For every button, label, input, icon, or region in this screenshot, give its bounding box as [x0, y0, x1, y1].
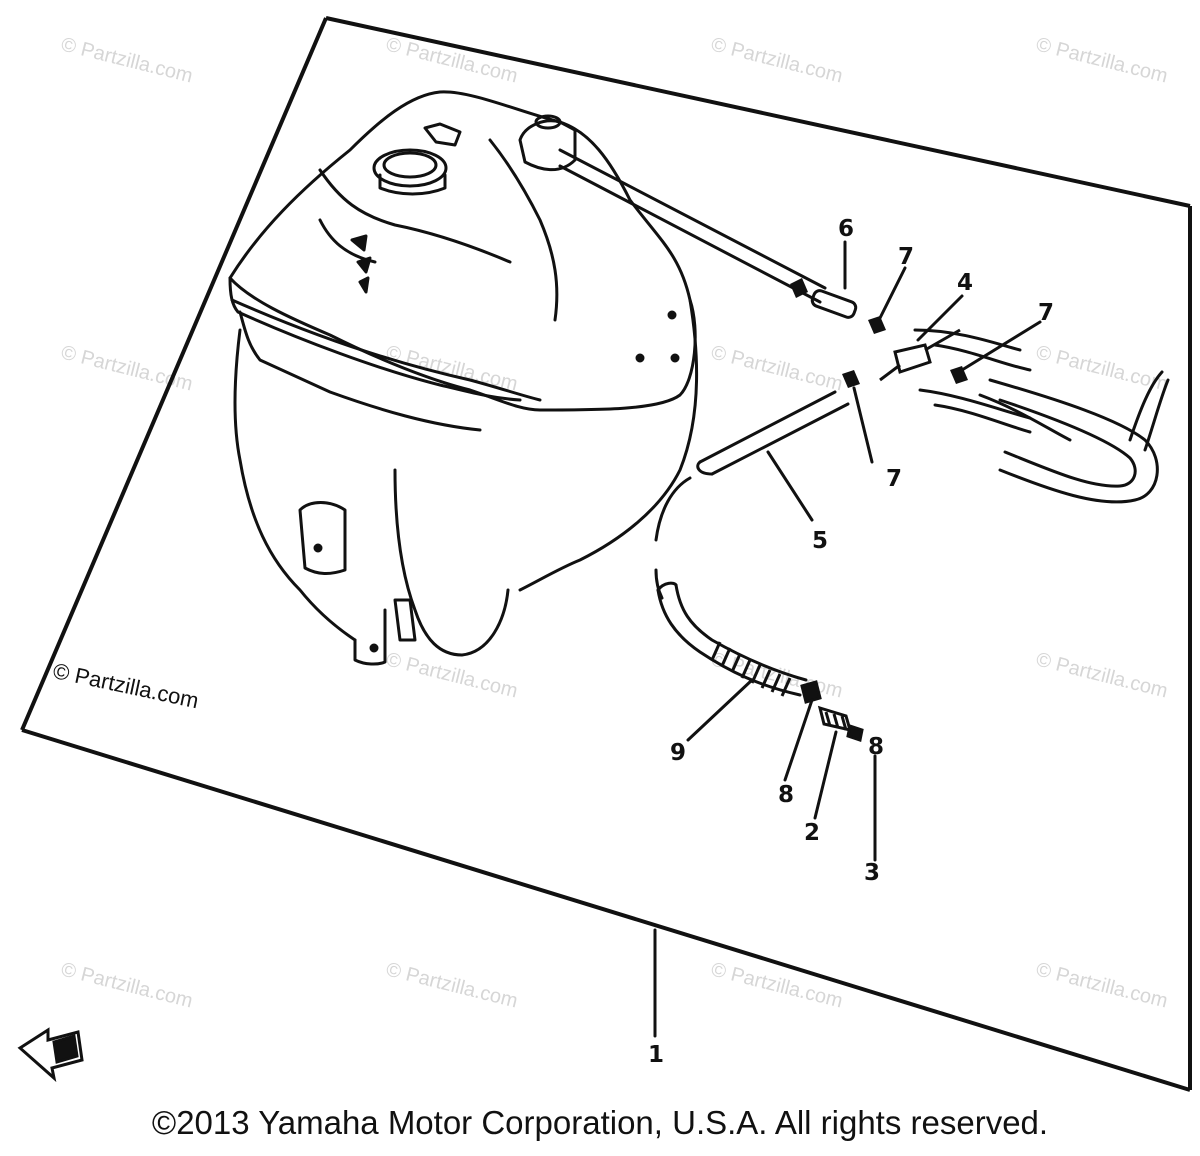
carburetor-pipes	[913, 328, 1170, 504]
hose-part-6	[810, 289, 858, 319]
callouts: 1 2 3 4 5 6 7 7 7 8 8 9	[648, 216, 1054, 1068]
watermark: © Partzilla.com	[709, 959, 845, 1013]
watermark: © Partzilla.com	[59, 34, 195, 88]
callout-8: 8	[868, 734, 884, 760]
watermark-layer: © Partzilla.com © Partzilla.com © Partzi…	[59, 34, 1170, 1013]
callout-6: 6	[838, 216, 854, 242]
drain-hose-part-9	[656, 581, 808, 697]
watermark: © Partzilla.com	[384, 34, 520, 88]
fuel-tank	[228, 90, 699, 666]
watermark: © Partzilla.com	[384, 959, 520, 1013]
copyright-notice: ©2013 Yamaha Motor Corporation, U.S.A. A…	[151, 1104, 1049, 1141]
callout-5: 5	[812, 528, 828, 554]
hose-continuation	[654, 476, 692, 600]
callout-9: 9	[670, 740, 686, 766]
callout-3: 3	[864, 860, 880, 886]
callout-8: 8	[778, 782, 794, 808]
callout-7: 7	[898, 244, 914, 270]
watermark: © Partzilla.com	[1034, 959, 1170, 1013]
hose-part-5	[696, 390, 850, 476]
fuel-line	[558, 148, 827, 304]
watermark: © Partzilla.com	[1034, 342, 1170, 396]
watermark: © Partzilla.com	[709, 34, 845, 88]
leader-lines	[653, 240, 1042, 1038]
watermark: © Partzilla.com	[59, 959, 195, 1013]
watermark: © Partzilla.com	[709, 649, 845, 703]
watermark: © Partzilla.com	[1034, 34, 1170, 88]
callout-7: 7	[886, 466, 902, 492]
callout-1: 1	[648, 1042, 664, 1068]
callout-7: 7	[1038, 300, 1054, 326]
drain-cock	[800, 680, 864, 742]
watermark: © Partzilla.com	[709, 342, 845, 396]
watermark: © Partzilla.com	[1034, 649, 1170, 703]
diagram-frame	[20, 16, 1192, 1092]
front-arrow-icon	[17, 1027, 84, 1083]
watermark: © Partzilla.com	[384, 649, 520, 703]
callout-2: 2	[804, 820, 820, 846]
callout-4: 4	[957, 270, 973, 296]
